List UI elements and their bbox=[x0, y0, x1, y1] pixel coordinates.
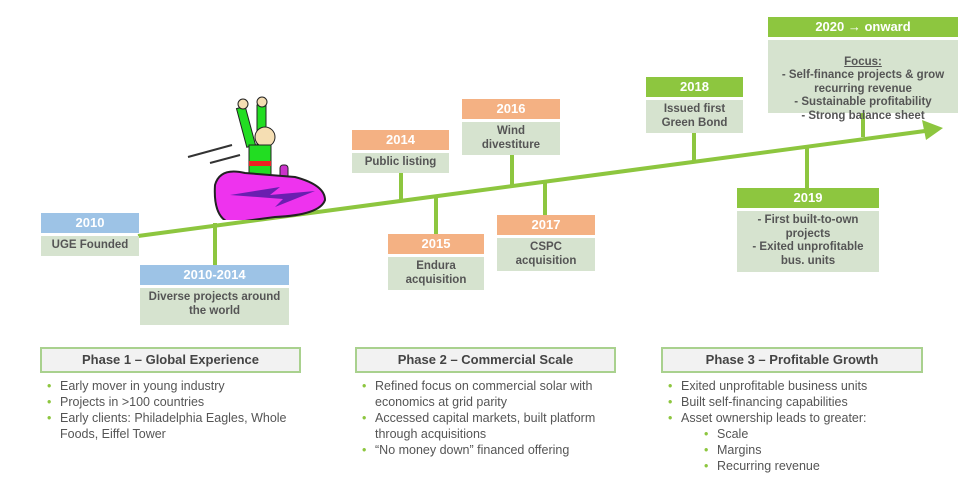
phase-2-bullets: Refined focus on commercial solar with e… bbox=[357, 378, 602, 458]
milestone-2014-year: 2014 bbox=[352, 130, 449, 150]
milestone-2010-2014-year: 2010-2014 bbox=[140, 265, 289, 285]
milestone-2017-year: 2017 bbox=[497, 215, 595, 235]
milestone-2020-box: Focus:- Self-finance projects & grow rec… bbox=[768, 40, 958, 122]
sub-bullet: Recurring revenue bbox=[663, 458, 933, 474]
milestone-2017-text: CSPC acquisition bbox=[497, 238, 595, 271]
sub-bullet: Scale bbox=[663, 426, 933, 442]
stem bbox=[692, 133, 696, 161]
milestone-2019-year: 2019 bbox=[737, 188, 879, 208]
bullet: Refined focus on commercial solar with e… bbox=[357, 378, 602, 410]
bullet: “No money down” financed offering bbox=[357, 442, 602, 458]
bullet: Accessed capital markets, built platform… bbox=[357, 410, 602, 442]
milestone-2020-text: - Self-finance projects & grow recurring… bbox=[781, 69, 945, 122]
stem bbox=[805, 145, 809, 189]
milestone-2019-text: - First built-to-own projects - Exited u… bbox=[737, 211, 879, 272]
stem bbox=[399, 172, 403, 200]
milestone-2016-text: Wind divestiture bbox=[462, 122, 560, 155]
milestone-2015-year: 2015 bbox=[388, 234, 484, 254]
bullet: Early mover in young industry bbox=[42, 378, 292, 394]
bullet: Early clients: Philadelphia Eagles, Whol… bbox=[42, 410, 292, 442]
milestone-2015-text: Endura acquisition bbox=[388, 257, 484, 290]
milestone-2016-year: 2016 bbox=[462, 99, 560, 119]
milestone-2010-text: UGE Founded bbox=[41, 236, 139, 256]
milestone-2018-year: 2018 bbox=[646, 77, 743, 97]
phase-1-title: Phase 1 – Global Experience bbox=[40, 347, 301, 373]
milestone-2020-year: 2020 → onward bbox=[768, 17, 958, 37]
milestone-2010-2014-text: Diverse projects around the world bbox=[140, 288, 289, 325]
stem bbox=[434, 195, 438, 235]
milestone-2010-year: 2010 bbox=[41, 213, 139, 233]
milestone-2018-text: Issued first Green Bond bbox=[646, 100, 743, 133]
stem bbox=[213, 223, 217, 266]
phase-3-title: Phase 3 – Profitable Growth bbox=[661, 347, 923, 373]
phase-1-bullets: Early mover in young industry Projects i… bbox=[42, 378, 292, 442]
focus-label: Focus: bbox=[844, 55, 882, 68]
milestone-2014-text: Public listing bbox=[352, 153, 449, 173]
bullet: Projects in >100 countries bbox=[42, 394, 292, 410]
stem bbox=[861, 113, 865, 137]
sub-bullet: Margins bbox=[663, 442, 933, 458]
bullet: Exited unprofitable business units bbox=[663, 378, 933, 394]
stem bbox=[510, 155, 514, 185]
bullet: Asset ownership leads to greater: bbox=[663, 410, 933, 426]
roller-coaster-rider-illustration bbox=[187, 96, 327, 220]
bullet: Built self-financing capabilities bbox=[663, 394, 933, 410]
phase-3-bullets: Exited unprofitable business units Built… bbox=[663, 378, 933, 474]
phase-2-title: Phase 2 – Commercial Scale bbox=[355, 347, 616, 373]
stem bbox=[543, 180, 547, 216]
